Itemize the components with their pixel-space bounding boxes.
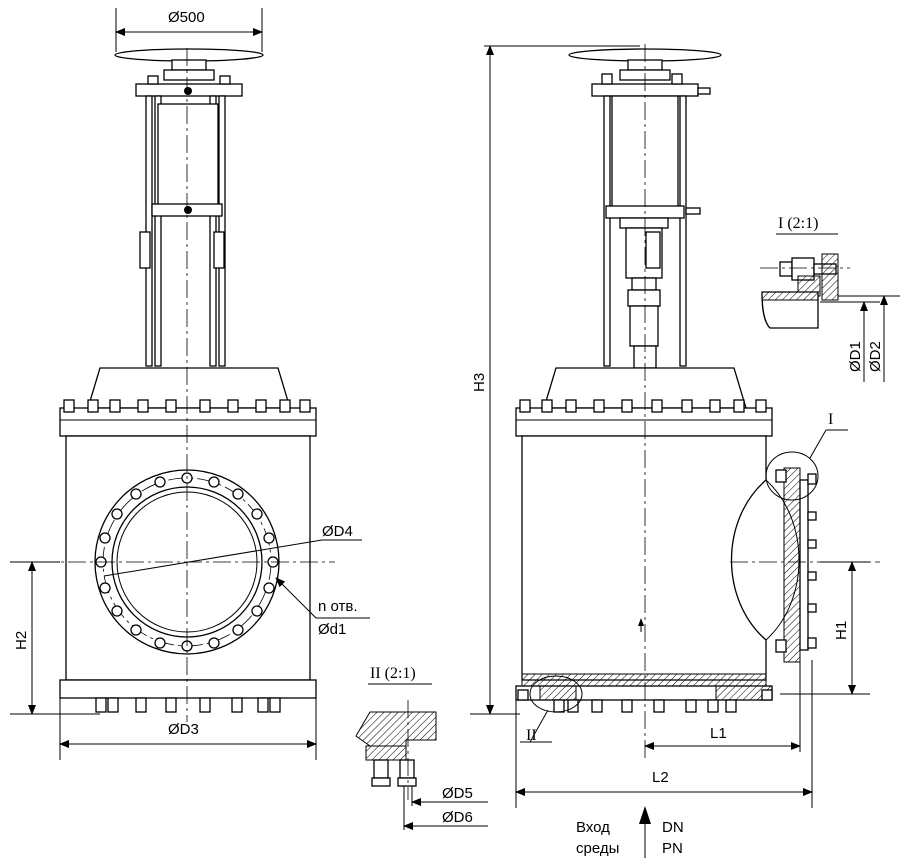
side-bottom-bolts [517,689,773,713]
hole-diameter-label: Ød1 [318,621,346,638]
holes-count-label: n отв. [318,598,358,615]
h1-label: H1 [833,621,850,640]
detail-ii: II (2:1) ØD5 ØD6 [355,665,488,830]
front-handwheel [114,48,264,62]
l1-label: L1 [710,725,727,742]
detail-ii-title: II (2:1) [370,665,416,682]
front-bottom-bolts [95,697,281,713]
h3-label: H3 [471,373,488,392]
d2-label: ØD2 [867,341,884,372]
front-flange-bolts [63,399,311,413]
detail-i-marker: I [828,411,833,428]
side-view: H3 [470,44,880,858]
d3-label: ØD3 [168,721,199,738]
front-port-bolt-holes [95,472,279,652]
d4-label: ØD4 [322,523,353,540]
dn-label: DN [662,819,684,836]
d6-label: ØD6 [442,809,473,826]
side-port-bolts [775,469,817,653]
side-flange-bolts [519,399,767,413]
l2-label: L2 [652,769,669,786]
d1-label: ØD1 [847,341,864,372]
detail-i: I (2:1) ØD1 ØD2 [760,215,900,382]
front-view: Ø500 [10,8,370,760]
d5-label: ØD5 [442,785,473,802]
handwheel-diameter-label: Ø500 [168,9,205,26]
inlet-label-line2: среды [576,840,619,857]
detail-ii-marker: II [526,727,537,744]
detail-i-title: I (2:1) [778,215,818,232]
inlet-label-line1: Вход [576,819,610,836]
pn-label: PN [662,840,683,857]
h2-label: H2 [13,631,30,650]
